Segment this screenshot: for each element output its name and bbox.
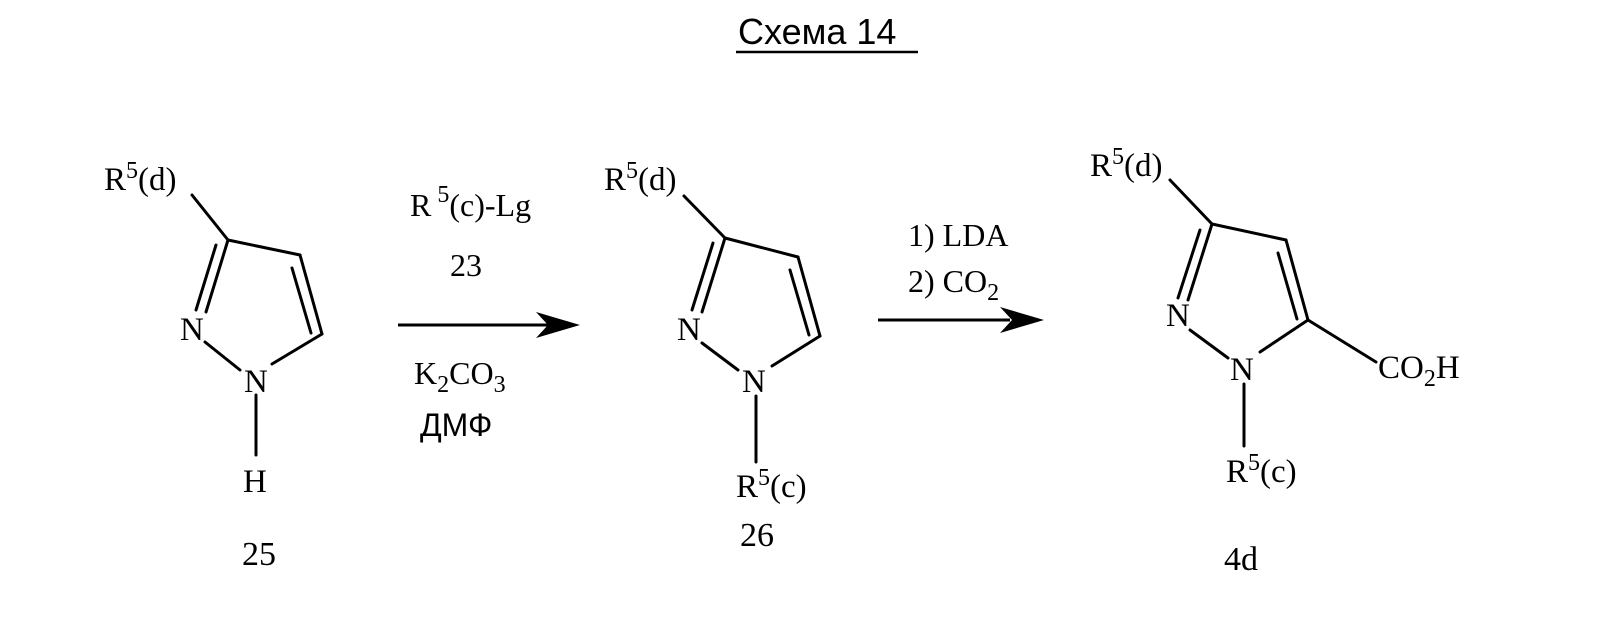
h-atom: H — [243, 464, 267, 500]
bond-c4-c5 — [1286, 240, 1308, 320]
bond-c5-n1 — [1260, 320, 1308, 352]
bond-c5-n1 — [772, 336, 820, 366]
bond-c4-c5-double — [790, 270, 809, 335]
compound-4d: R5(d) N N CO2H R5(c) 4d — [1090, 144, 1460, 578]
bond-c3-n2 — [702, 238, 725, 312]
bond-c3-n2 — [206, 240, 228, 312]
r5c-label: R5(c) — [736, 465, 807, 505]
r5d-label: R5(d) — [604, 158, 677, 198]
r5c-label: R5(c) — [1226, 450, 1297, 490]
carboxyl-label: CO2H — [1378, 350, 1460, 392]
bond-c3-n2-double — [196, 245, 216, 310]
compound-25: R5(d) N N H 25 — [104, 158, 322, 573]
compound-26: R5(d) N N R5(c) 26 — [604, 158, 820, 554]
n1-atom: N — [742, 364, 766, 400]
bond-r-c3 — [1170, 180, 1212, 224]
base-k2co3: K2CO3 — [414, 355, 506, 398]
compound-25-number: 25 — [242, 536, 276, 573]
reagent-23-label: R5(c)-Lg — [410, 182, 531, 223]
r5d-label: R5(d) — [1090, 144, 1163, 184]
bond-c3-c4 — [228, 240, 300, 255]
bond-r-c3 — [684, 196, 725, 238]
step-2: 1) LDA 2) CO2 — [878, 217, 1044, 333]
n2-atom: N — [1166, 298, 1190, 334]
step-2-lda: 1) LDA — [908, 217, 1008, 253]
bond-c4-c5 — [798, 257, 820, 336]
bond-c4-c5-double — [292, 268, 311, 333]
bond-c3-n2-double — [692, 243, 713, 310]
bond-c3-n2-double — [1178, 230, 1200, 298]
bond-n2-n1 — [702, 343, 738, 370]
step-2-co2: 2) CO2 — [908, 263, 999, 306]
n1-atom: N — [1230, 352, 1254, 388]
bond-c4-c5-double — [1278, 253, 1297, 319]
bond-n2-n1 — [205, 342, 240, 370]
step-1: R5(c)-Lg 23 K2CO3 ДМФ — [398, 182, 580, 443]
compound-26-number: 26 — [740, 517, 774, 554]
bond-c3-n2 — [1188, 224, 1212, 300]
r5d-label: R5(d) — [104, 158, 177, 198]
compound-4d-number: 4d — [1224, 541, 1258, 578]
bond-c5-n1 — [272, 334, 322, 364]
bond-c3-c4 — [1212, 224, 1286, 240]
scheme-title: Схема 14 — [738, 11, 896, 52]
bond-n2-n1 — [1190, 330, 1228, 358]
n1-atom: N — [244, 364, 268, 400]
n2-atom: N — [677, 312, 701, 348]
bond-r-c3 — [192, 195, 228, 240]
n2-atom: N — [180, 312, 204, 348]
bond-c3-c4 — [725, 238, 798, 257]
bond-c4-c5 — [300, 255, 322, 334]
reagent-23-number: 23 — [450, 247, 482, 283]
solvent-dmf: ДМФ — [420, 407, 492, 443]
bond-c5-cooh — [1308, 320, 1376, 362]
